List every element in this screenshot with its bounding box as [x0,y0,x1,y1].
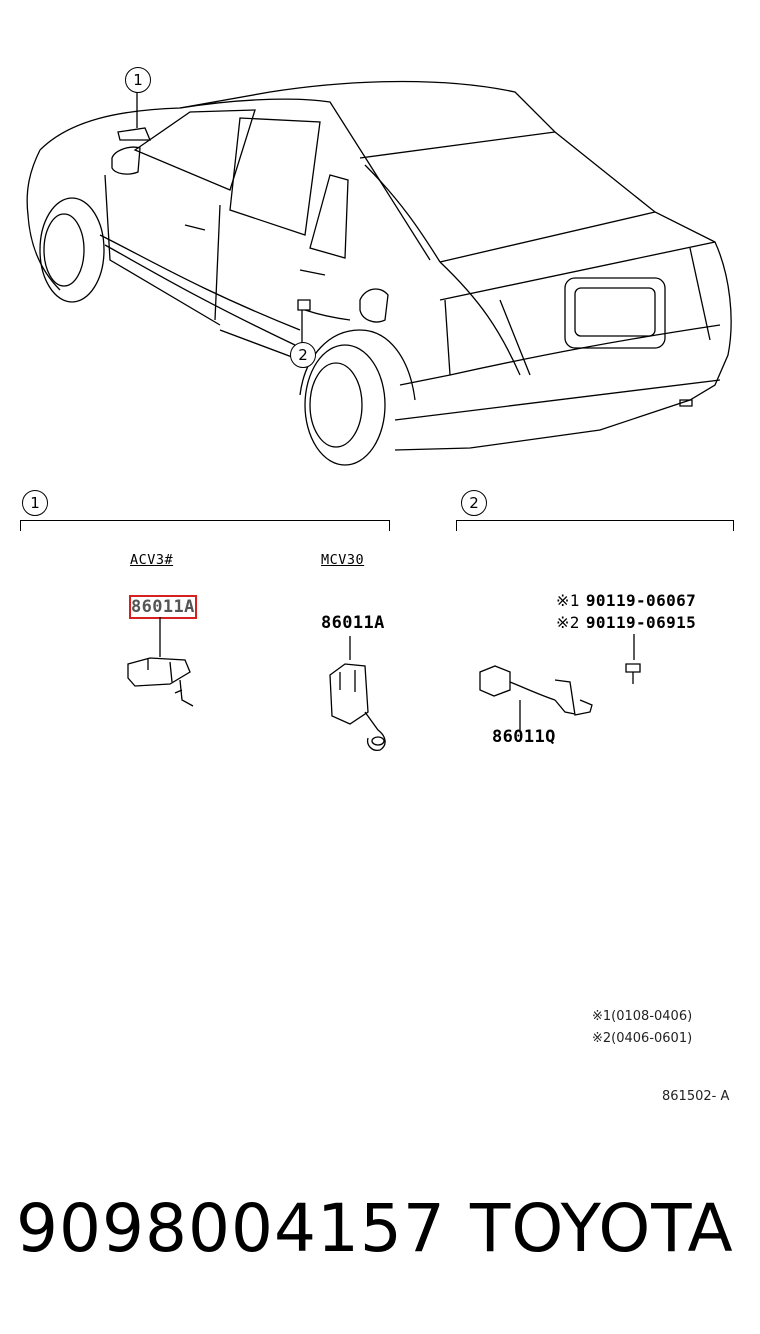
bolt-1-mark: ※1 [556,591,580,610]
note-2: ※2(0406-0601) [592,1031,692,1046]
note-1: ※1(0108-0406) [592,1009,692,1024]
model-label-acv3: ACV3# [130,552,174,568]
callout-2-car[interactable]: 2 [290,342,316,368]
figure-code: 861502- A [662,1089,730,1104]
part-number-86011a-highlighted[interactable]: 86011A [129,595,197,619]
bolt-2-mark: ※2 [556,613,580,632]
note-1-range: (0108-0406) [611,1009,693,1024]
footer-part-number: 9098004157 [16,1190,446,1267]
section-1-bracket [20,520,390,531]
bolt-1-part[interactable]: ※1 90119-06067 [556,591,696,610]
section-1-label: 1 [22,490,48,516]
part-drawings [127,617,641,751]
bolt-1-number: 90119-06067 [585,591,697,610]
note-2-mark: ※2 [592,1031,612,1046]
bolt-2-part[interactable]: ※2 90119-06915 [556,613,696,632]
note-2-range: (0406-0601) [611,1031,693,1046]
part-number-86011a[interactable]: 86011A [321,613,385,633]
part-number-86011q[interactable]: 86011Q [492,727,556,747]
footer-brand: TOYOTA [470,1190,734,1267]
bolt-2-number: 90119-06915 [585,613,697,632]
model-label-mcv30: MCV30 [321,552,365,568]
car-illustration [26,80,732,466]
callout-1-car[interactable]: 1 [125,67,151,93]
note-1-mark: ※1 [592,1009,612,1024]
section-2-label: 2 [461,490,487,516]
section-2-bracket [456,520,734,531]
